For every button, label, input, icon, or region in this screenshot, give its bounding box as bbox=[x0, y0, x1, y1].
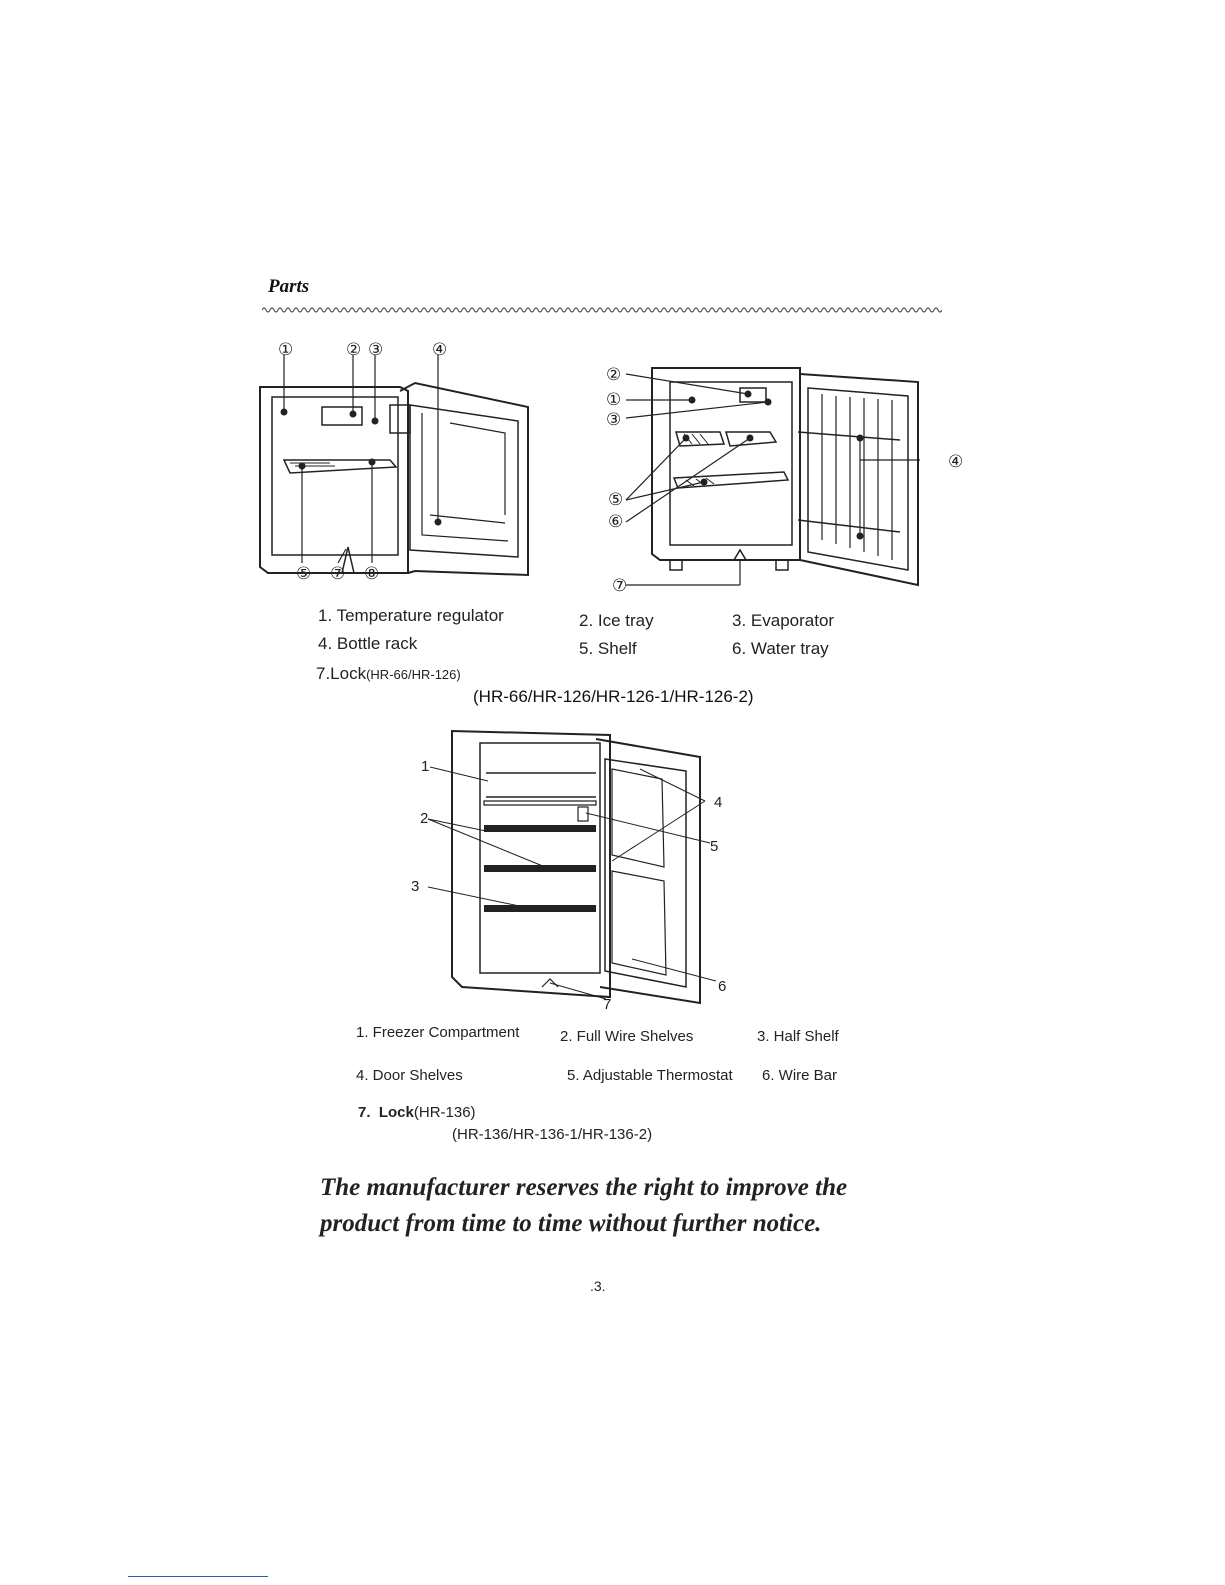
wavy-divider bbox=[262, 307, 942, 313]
footer-underline bbox=[128, 1576, 268, 1577]
notice-line-2: product from time to time without furthe… bbox=[320, 1210, 822, 1237]
callout-5b: ⑤ bbox=[608, 490, 624, 509]
lock-num: 7. bbox=[358, 1104, 371, 1121]
callout-1b: ① bbox=[606, 390, 622, 409]
callout-f3-7: 7 bbox=[603, 996, 612, 1013]
callout-f3-2: 2 bbox=[420, 810, 429, 827]
part-temperature-regulator: 1. Temperature regulator bbox=[318, 606, 504, 625]
callout-7: ⑦ bbox=[330, 564, 346, 583]
callout-6b: ⑥ bbox=[608, 512, 624, 531]
fridge-diagram-3 bbox=[427, 729, 717, 1005]
callout-f3-5: 5 bbox=[710, 838, 719, 855]
part-shelf: 5. Shelf bbox=[579, 639, 637, 658]
lock-models-2: (HR-136) bbox=[413, 1104, 476, 1121]
callout-f3-3: 3 bbox=[411, 878, 420, 895]
callout-1: ① bbox=[278, 340, 294, 359]
part-water-tray: 6. Water tray bbox=[732, 639, 829, 658]
part-half-shelf: 3. Half Shelf bbox=[757, 1028, 839, 1045]
lock-label-2: Lock bbox=[378, 1104, 414, 1121]
part-ice-tray: 2. Ice tray bbox=[579, 611, 654, 630]
part-evaporator: 3. Evaporator bbox=[732, 611, 835, 630]
part-full-wire-shelves: 2. Full Wire Shelves bbox=[560, 1028, 694, 1045]
part-freezer-compartment: 1. Freezer Compartment bbox=[356, 1024, 520, 1041]
callout-2: ② bbox=[346, 340, 362, 359]
part-lock: 7.Lock(HR-66/HR-126) bbox=[316, 664, 461, 684]
callout-3b: ③ bbox=[606, 410, 622, 429]
callout-2b: ② bbox=[606, 365, 622, 384]
fridge-diagram-1 bbox=[259, 355, 529, 577]
callout-5: ⑤ bbox=[296, 564, 312, 583]
callout-f3-4: 4 bbox=[714, 794, 723, 811]
section-title: Parts bbox=[268, 276, 310, 297]
callout-7b: ⑦ bbox=[612, 576, 628, 595]
callout-4: ④ bbox=[432, 340, 448, 359]
lock-label: 7.Lock bbox=[316, 664, 367, 683]
notice-line-1: The manufacturer reserves the right to i… bbox=[320, 1174, 848, 1201]
fridge-diagram-2 bbox=[625, 367, 920, 587]
callout-4b: ④ bbox=[948, 452, 964, 471]
callout-f3-1: 1 bbox=[421, 758, 430, 775]
part-adjustable-thermostat: 5. Adjustable Thermostat bbox=[567, 1067, 733, 1084]
lock-models: (HR-66/HR-126) bbox=[366, 667, 461, 682]
callout-3: ③ bbox=[368, 340, 384, 359]
notice: The manufacturer reserves the right to i… bbox=[320, 1170, 920, 1242]
callout-f3-6: 6 bbox=[718, 978, 727, 995]
part-bottle-rack: 4. Bottle rack bbox=[318, 634, 418, 653]
part-lock-2: 7. Lock(HR-136) bbox=[358, 1104, 476, 1121]
model-list-1: (HR-66/HR-126/HR-126-1/HR-126-2) bbox=[473, 687, 754, 706]
part-door-shelves: 4. Door Shelves bbox=[356, 1067, 463, 1084]
page-number: .3. bbox=[590, 1278, 606, 1294]
callout-8: ⑧ bbox=[364, 564, 380, 583]
model-list-2: (HR-136/HR-136-1/HR-136-2) bbox=[452, 1126, 653, 1143]
part-wire-bar: 6. Wire Bar bbox=[762, 1067, 838, 1084]
